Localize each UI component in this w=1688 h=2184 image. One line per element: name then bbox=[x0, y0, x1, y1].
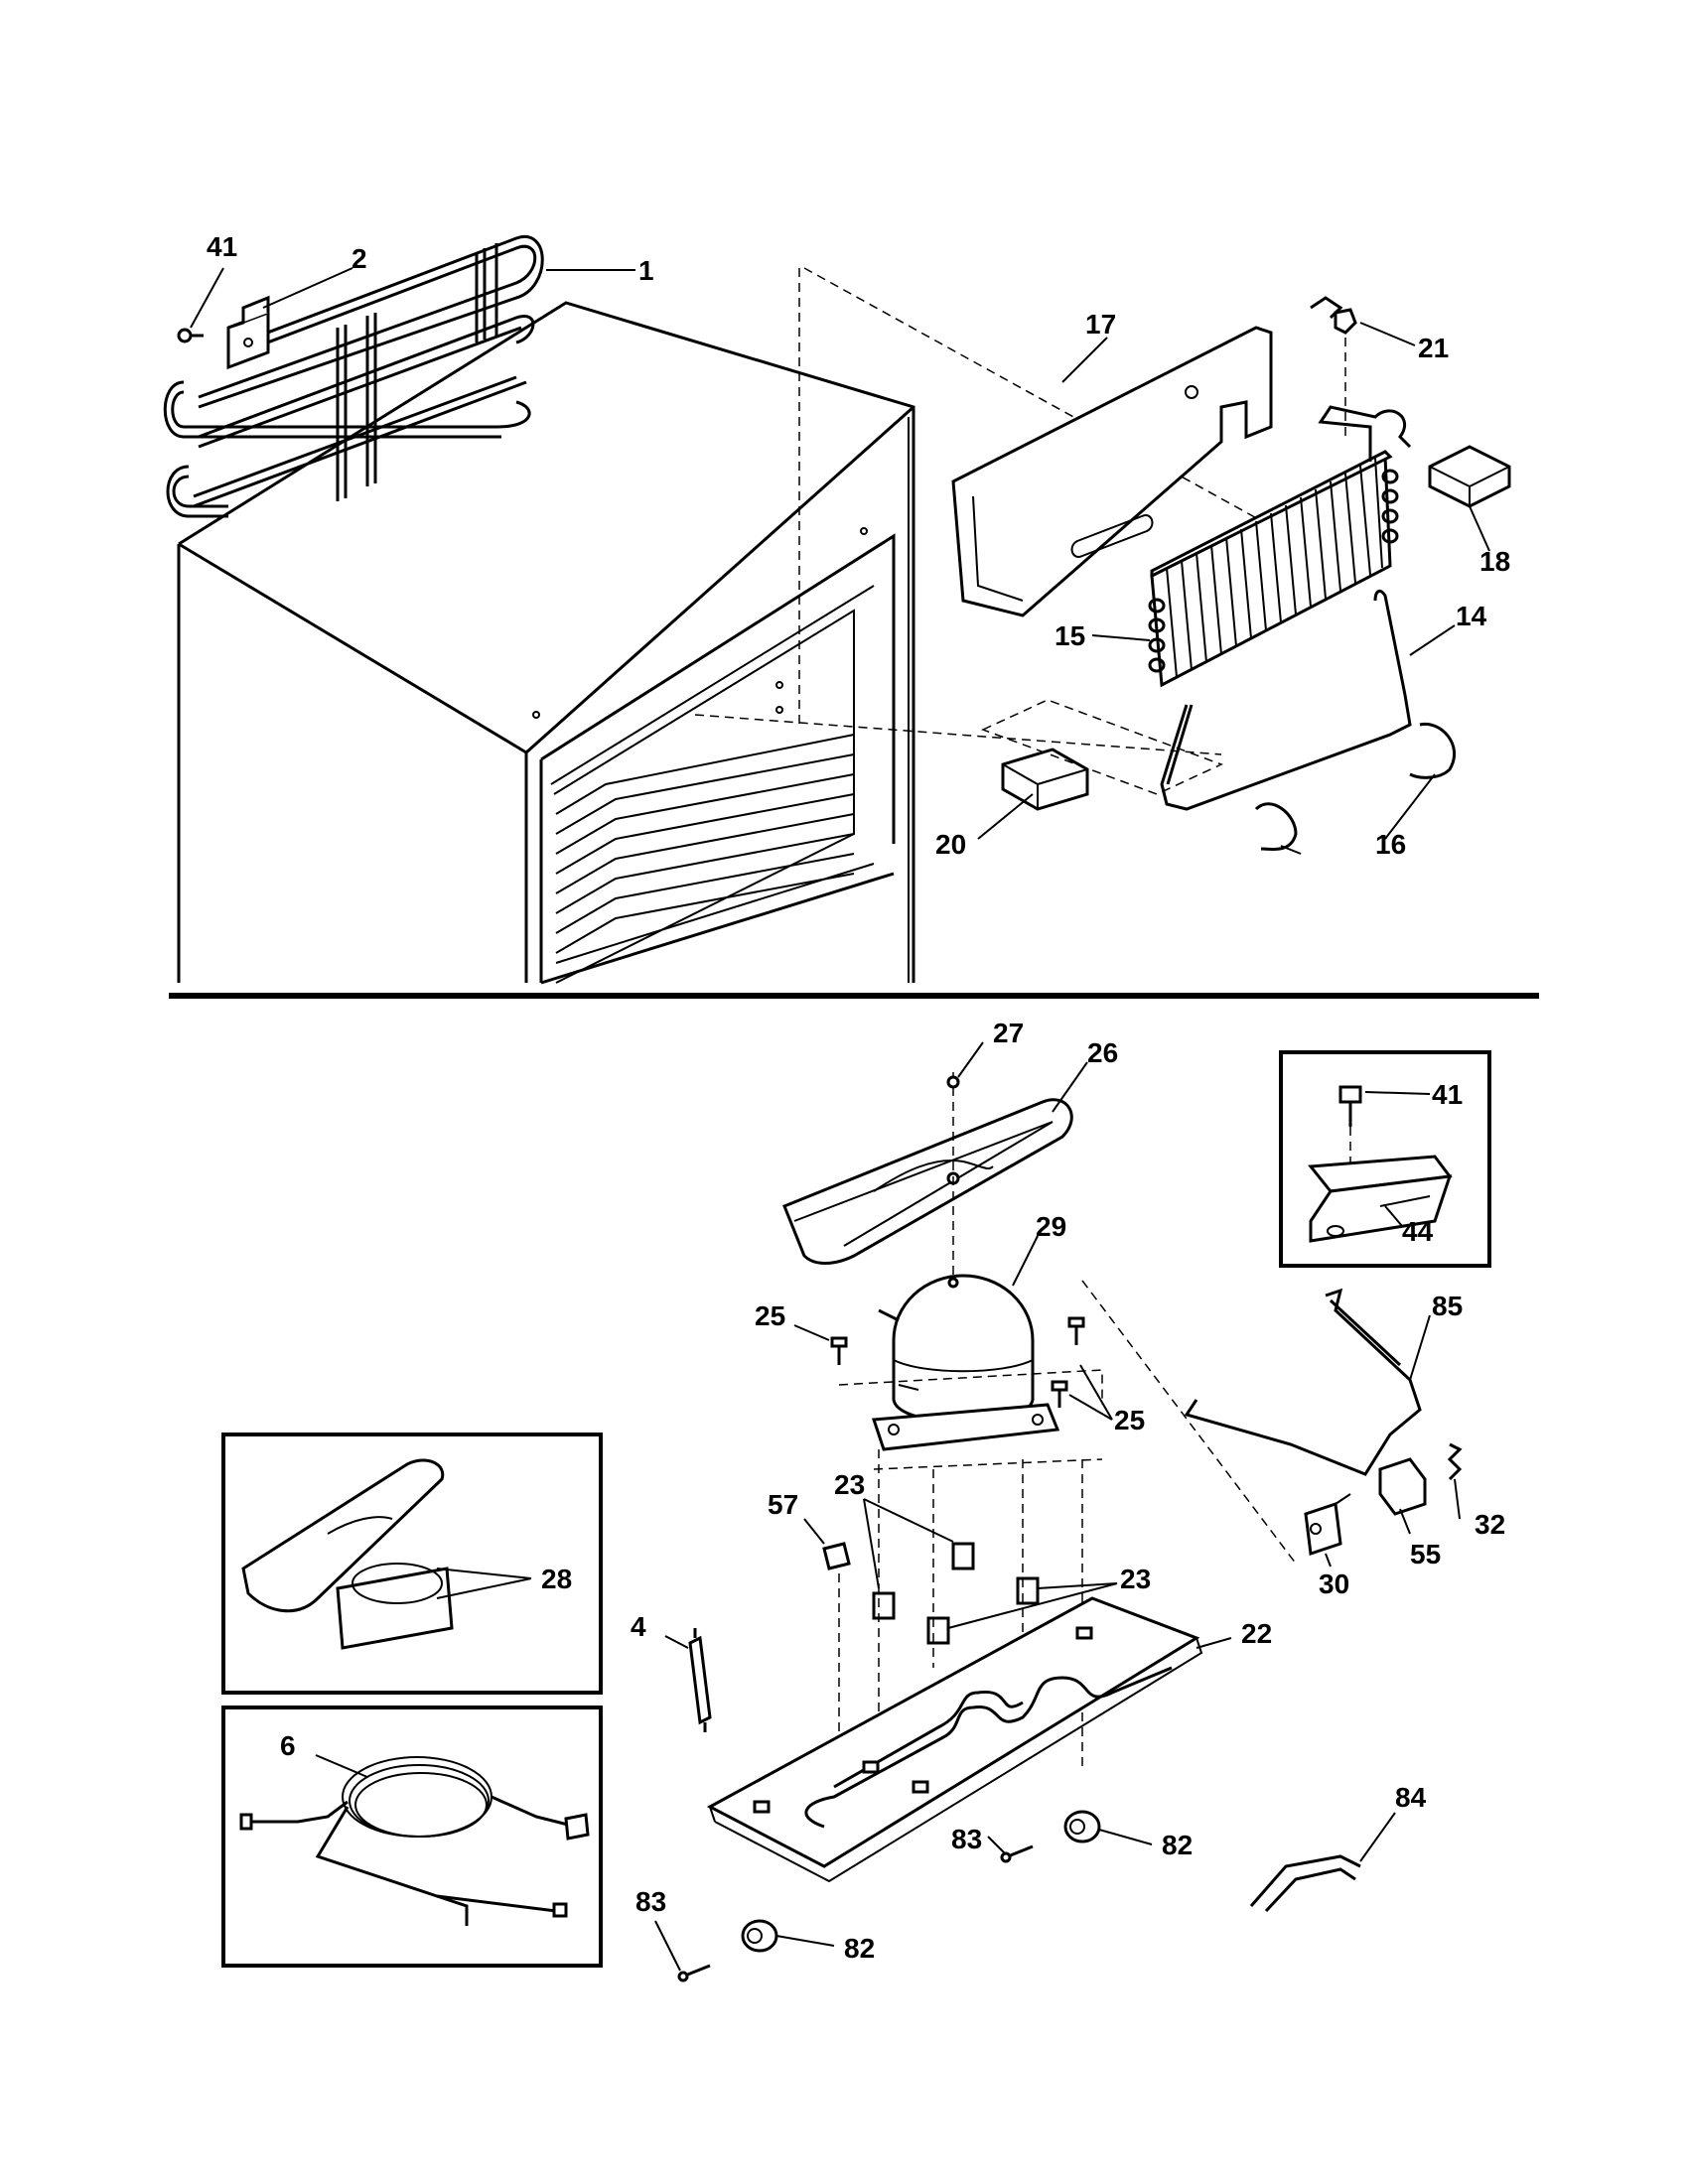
callout-84: 84 bbox=[1395, 1782, 1427, 1813]
overload-protector-icon bbox=[1378, 1457, 1427, 1516]
inset-box-pan bbox=[221, 1433, 603, 1695]
callout-29: 29 bbox=[1036, 1211, 1066, 1242]
power-cord-icon bbox=[239, 1756, 590, 1926]
leader-lines bbox=[190, 267, 1490, 1972]
callout-28: 28 bbox=[541, 1564, 572, 1594]
callout-20: 20 bbox=[935, 829, 966, 860]
compressor-icon bbox=[838, 1274, 1297, 1565]
inset-box-bracket bbox=[1279, 1050, 1491, 1268]
refrigerator-cabinet-icon bbox=[177, 301, 915, 985]
callout-41-inset: 41 bbox=[1432, 1079, 1463, 1110]
callout-83-left: 83 bbox=[635, 1886, 666, 1917]
callout-85: 85 bbox=[1432, 1291, 1463, 1321]
condenser-coil-icon bbox=[163, 234, 544, 518]
mounting-bolt-icon bbox=[830, 1316, 1085, 1408]
insulation-block-icon bbox=[1428, 445, 1511, 508]
evaporator-coil-icon bbox=[1148, 405, 1412, 688]
callout-1: 1 bbox=[638, 255, 654, 286]
callout-83-right: 83 bbox=[951, 1824, 982, 1854]
drain-pan-icon bbox=[782, 1072, 1073, 1281]
callout-41: 41 bbox=[207, 231, 237, 262]
callout-57: 57 bbox=[768, 1489, 798, 1520]
callout-25-left: 25 bbox=[755, 1300, 785, 1331]
grommet-icon bbox=[946, 1075, 960, 1089]
base-tray-icon bbox=[706, 1596, 1203, 1883]
callout-4: 4 bbox=[631, 1611, 646, 1642]
insulation-pad-icon bbox=[981, 699, 1223, 811]
condensate-tube-icon bbox=[1184, 1288, 1422, 1476]
callout-16: 16 bbox=[1375, 829, 1406, 860]
drain-pan-assembly-icon bbox=[241, 1458, 454, 1650]
evaporator-cover-icon bbox=[951, 326, 1273, 617]
heater-clip-icon bbox=[1254, 722, 1457, 852]
callout-44: 44 bbox=[1402, 1216, 1434, 1247]
callout-30: 30 bbox=[1319, 1569, 1349, 1599]
callout-25-right: 25 bbox=[1114, 1405, 1145, 1435]
callout-27: 27 bbox=[993, 1018, 1024, 1048]
callout-32: 32 bbox=[1475, 1509, 1505, 1540]
screw-icon bbox=[177, 328, 204, 343]
callout-2: 2 bbox=[352, 243, 367, 274]
sensor-clip-icon bbox=[1310, 296, 1357, 437]
wire-clip-icon bbox=[822, 1542, 851, 1570]
callout-18: 18 bbox=[1479, 546, 1510, 577]
foot-guide-lines bbox=[838, 1449, 1083, 1787]
callout-6: 6 bbox=[280, 1730, 296, 1761]
callout-21: 21 bbox=[1418, 333, 1449, 363]
callout-55: 55 bbox=[1410, 1539, 1441, 1570]
inset-box-cord bbox=[221, 1706, 603, 1968]
assembly-guide-line bbox=[694, 267, 1272, 755]
callout-23-upper: 23 bbox=[834, 1469, 865, 1500]
callout-15: 15 bbox=[1055, 620, 1085, 651]
callout-82-right: 82 bbox=[1162, 1830, 1193, 1860]
rubber-foot-icon bbox=[741, 1810, 1101, 1953]
callout-22: 22 bbox=[1241, 1618, 1272, 1649]
callout-82-left: 82 bbox=[844, 1933, 875, 1964]
bolt-icon bbox=[677, 1844, 1034, 1982]
callout-17: 17 bbox=[1085, 309, 1116, 340]
callout-26: 26 bbox=[1087, 1037, 1118, 1068]
grommet-foot-icon bbox=[872, 1542, 1040, 1645]
filter-drier-icon bbox=[688, 1628, 712, 1732]
defrost-heater-icon bbox=[1160, 589, 1412, 811]
support-bracket-icon bbox=[1308, 1155, 1453, 1243]
terminal-cover-clip-icon bbox=[1447, 1442, 1463, 1481]
drain-tube-icon bbox=[1249, 1854, 1361, 1913]
condenser-bracket-icon bbox=[226, 295, 270, 370]
bracket-bolt-icon bbox=[1338, 1085, 1362, 1166]
callout-14: 14 bbox=[1456, 601, 1487, 631]
start-relay-icon bbox=[1304, 1493, 1351, 1557]
callout-23-lower: 23 bbox=[1120, 1564, 1151, 1594]
